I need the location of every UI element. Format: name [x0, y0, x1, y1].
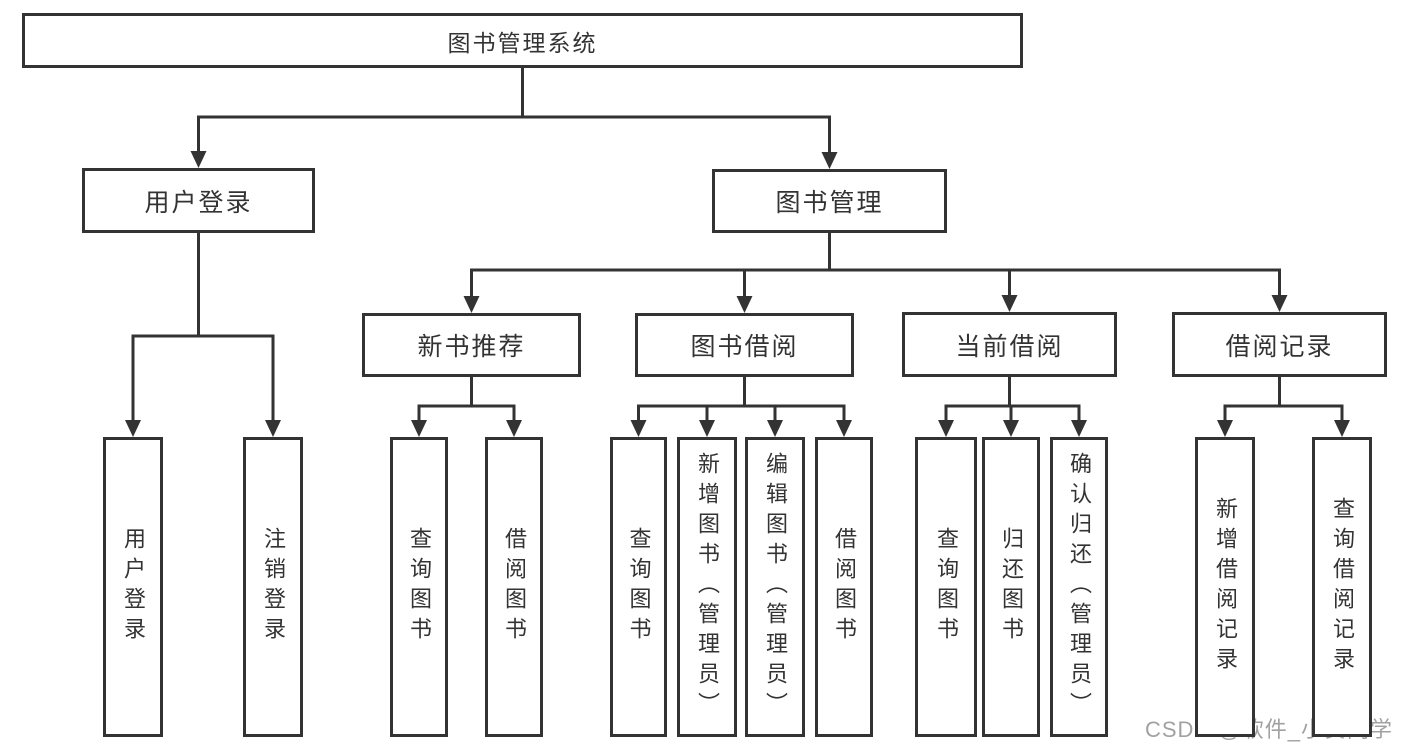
arrowhead-icon — [1071, 420, 1087, 437]
node-label-login-logout: 注销登录 — [261, 527, 286, 647]
node-login-logout: 注销登录 — [243, 437, 303, 737]
arrowhead-icon — [1003, 420, 1019, 437]
arrowhead-icon — [938, 420, 954, 437]
node-borrow-add-book: 新增图书（管理员） — [677, 437, 737, 737]
node-current-confirm-return: 确认归还（管理员） — [1050, 437, 1108, 737]
node-new-book-recommend: 新书推荐 — [362, 313, 581, 377]
arrowhead-icon — [699, 420, 715, 437]
node-current-query-book: 查询图书 — [915, 437, 977, 737]
arrowhead-icon — [1271, 295, 1288, 312]
arrowhead-icon — [736, 296, 753, 313]
node-label-book-borrowing: 图书借阅 — [690, 333, 799, 361]
node-label-current-borrowing: 当前借阅 — [955, 332, 1064, 361]
arrowhead-icon — [767, 420, 783, 437]
node-borrowing-records: 借阅记录 — [1172, 312, 1387, 377]
node-root: 图书管理系统 — [22, 13, 1023, 68]
node-user-login: 用户登录 — [82, 168, 315, 233]
arrowhead-icon — [630, 420, 647, 437]
arrowhead-icon — [1334, 420, 1350, 437]
arrowhead-icon — [821, 152, 838, 169]
node-label-borrowing-records: 借阅记录 — [1225, 332, 1334, 361]
node-borrow-query-book: 查询图书 — [610, 437, 667, 737]
arrowhead-icon — [836, 420, 852, 437]
arrowhead-icon — [506, 420, 522, 437]
node-borrow-edit-book: 编辑图书（管理员） — [745, 437, 805, 737]
arrowhead-icon — [1001, 295, 1018, 312]
node-label-borrow-borrow-book: 借阅图书 — [832, 527, 857, 647]
node-current-return-book: 归还图书 — [982, 437, 1040, 737]
node-label-borrow-edit-book: 编辑图书（管理员） — [763, 452, 788, 722]
node-label-book-management: 图书管理 — [775, 189, 884, 217]
arrowhead-icon — [265, 420, 281, 437]
arrowhead-icon — [463, 296, 480, 313]
arrowhead-icon — [125, 420, 141, 437]
arrowhead-icon — [1217, 420, 1233, 437]
node-book-management: 图书管理 — [712, 169, 947, 233]
node-label-login-user-login: 用户登录 — [121, 527, 146, 647]
node-label-recommend-query-book: 查询图书 — [407, 527, 432, 647]
node-label-recommend-borrow-book: 借阅图书 — [502, 527, 527, 647]
node-label-borrow-query-book: 查询图书 — [626, 527, 652, 647]
node-label-current-confirm-return: 确认归还（管理员） — [1067, 452, 1092, 722]
node-records-add-record: 新增借阅记录 — [1195, 437, 1255, 737]
node-label-current-query-book: 查询图书 — [934, 527, 959, 647]
node-label-records-add-record: 新增借阅记录 — [1213, 497, 1238, 677]
node-label-borrow-add-book: 新增图书（管理员） — [695, 452, 720, 722]
node-label-records-query-record: 查询借阅记录 — [1330, 497, 1355, 677]
node-label-current-return-book: 归还图书 — [999, 527, 1024, 647]
node-label-root: 图书管理系统 — [447, 29, 598, 56]
arrowhead-icon — [411, 420, 427, 437]
node-book-borrowing: 图书借阅 — [635, 313, 854, 377]
node-label-new-book-recommend: 新书推荐 — [417, 333, 526, 361]
node-recommend-query-book: 查询图书 — [390, 437, 448, 737]
node-label-user-login: 用户登录 — [144, 188, 253, 217]
node-records-query-record: 查询借阅记录 — [1312, 437, 1372, 737]
node-current-borrowing: 当前借阅 — [902, 312, 1117, 377]
node-borrow-borrow-book: 借阅图书 — [815, 437, 873, 737]
arrowhead-icon — [190, 151, 207, 168]
node-recommend-borrow-book: 借阅图书 — [485, 437, 543, 737]
node-login-user-login: 用户登录 — [103, 437, 163, 737]
